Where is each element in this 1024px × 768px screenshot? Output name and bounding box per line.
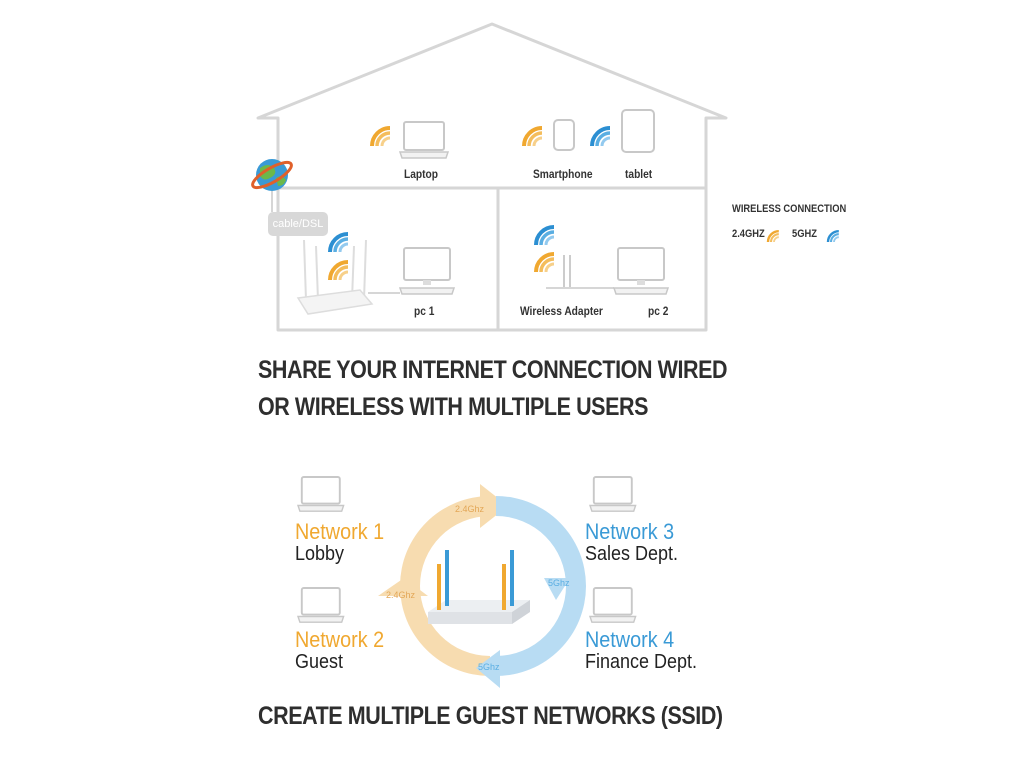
smartphone-icon: [553, 119, 575, 151]
heading-share-line1: SHARE YOUR INTERNET CONNECTION WIRED: [258, 356, 728, 384]
laptop-icon: [297, 476, 345, 513]
device-label-pc1: pc 1: [414, 304, 435, 318]
network-3-subtitle: Sales Dept.: [585, 543, 679, 565]
network-1-title: Network 1: [295, 519, 385, 544]
network-3-title: Network 3: [585, 519, 675, 544]
device-label-wireless-adapter: Wireless Adapter: [520, 304, 603, 318]
house-outline: [256, 22, 728, 332]
network-2-title: Network 2: [295, 627, 385, 652]
network-4-subtitle: Finance Dept.: [585, 651, 698, 673]
router-icon: [296, 239, 374, 315]
network-1-subtitle: Lobby: [295, 543, 345, 565]
device-label-smartphone: Smartphone: [533, 167, 593, 181]
legend-wifi-24ghz-icon: [766, 229, 780, 244]
arrow-label-bottom: 5Ghz: [478, 662, 500, 672]
ring-5ghz-arrow: [496, 496, 586, 676]
wireless-adapter-icon: [546, 255, 614, 289]
heading-ssid: CREATE MULTIPLE GUEST NETWORKS (SSID): [258, 702, 723, 730]
legend-wifi-5ghz-icon: [826, 229, 840, 244]
heading-share-line2: OR WIRELESS WITH MULTIPLE USERS: [258, 393, 648, 421]
ring-24ghz-arrow: [400, 496, 490, 676]
arrow-label-top: 2.4Ghz: [455, 504, 485, 514]
laptop-icon: [589, 587, 637, 624]
arrow-head-bottom: [476, 650, 500, 688]
access-point-icon: [428, 550, 530, 624]
legend-label-24ghz: 2.4GHZ: [732, 228, 765, 240]
arrow-head-top: [480, 484, 508, 528]
legend-label-5ghz: 5GHZ: [792, 228, 817, 240]
arrow-label-left: 2.4Ghz: [386, 590, 416, 600]
device-label-laptop: Laptop: [404, 167, 438, 181]
laptop-icon: [399, 121, 449, 159]
arrow-head-right: [544, 578, 570, 600]
modem-badge: cable/DSL: [268, 212, 328, 236]
network-2-subtitle: Guest: [295, 651, 344, 673]
device-label-tablet: tablet: [625, 167, 653, 181]
network-4-title: Network 4: [585, 627, 675, 652]
laptop-icon: [297, 587, 345, 624]
tablet-icon: [621, 109, 655, 153]
globe-icon: [251, 159, 293, 212]
device-label-pc2: pc 2: [648, 304, 669, 318]
arrow-head-left: [378, 578, 428, 596]
legend-title: WIRELESS CONNECTION: [732, 203, 847, 215]
laptop-icon: [589, 476, 637, 513]
arrow-label-right: 5Ghz: [548, 578, 570, 588]
